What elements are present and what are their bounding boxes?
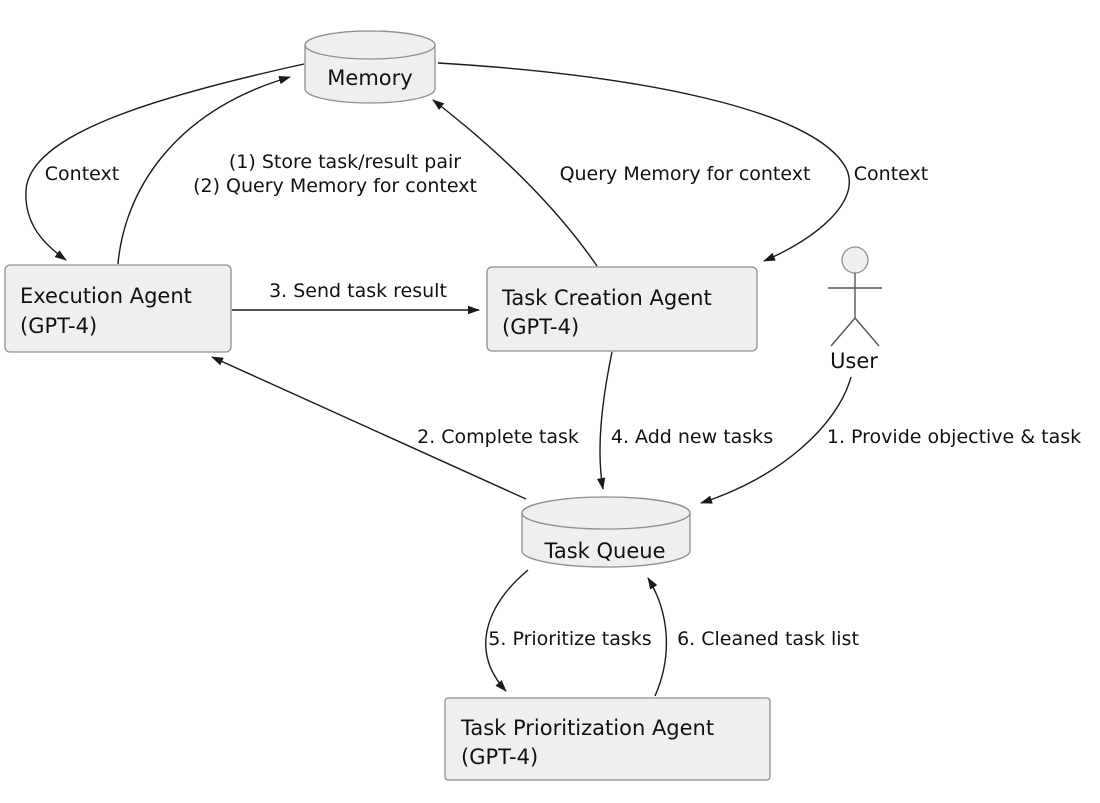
cleaned-task-list-arrow — [647, 577, 668, 697]
user-label: User — [830, 349, 878, 373]
task-creation-agent-box — [486, 266, 758, 352]
edge-task-queue-to-execution: 2. Complete task — [211, 356, 579, 500]
edge-execution-to-memory: (1) Store task/result pair (2) Query Mem… — [117, 76, 477, 265]
user-actor-node: User — [828, 246, 882, 373]
add-new-tasks-label: 4. Add new tasks — [611, 426, 773, 448]
cleaned-task-list-label: 6. Cleaned task list — [677, 628, 859, 650]
memory-label: Memory — [327, 66, 412, 90]
memory-cylinder-top — [304, 30, 436, 60]
task-prioritization-agent-name: Task Prioritization Agent — [460, 716, 714, 740]
task-prioritization-agent-model: (GPT-4) — [461, 745, 538, 769]
query-memory-context-label: Query Memory for context — [560, 163, 811, 185]
send-task-result-label: 3. Send task result — [269, 280, 447, 302]
edge-task-creation-to-memory: Query Memory for context — [432, 99, 811, 267]
edge-task-queue-to-prioritization: 5. Prioritize tasks — [485, 569, 652, 692]
execution-agent-box — [4, 264, 232, 353]
edge-user-to-task-queue: 1. Provide objective & task — [700, 376, 1081, 504]
task-creation-agent-model: (GPT-4) — [502, 315, 579, 339]
prioritize-tasks-arrow — [485, 569, 529, 692]
store-query-arrow — [117, 76, 291, 265]
context-right-label: Context — [854, 163, 928, 185]
add-new-tasks-arrow — [596, 351, 613, 490]
provide-objective-label: 1. Provide objective & task — [827, 426, 1081, 448]
query-memory-arrow — [432, 99, 598, 267]
user-left-leg — [830, 317, 856, 347]
provide-objective-arrow — [700, 376, 852, 504]
user-right-leg — [854, 317, 880, 347]
context-right-arrow — [437, 62, 851, 262]
edge-execution-to-task-creation: 3. Send task result — [232, 280, 480, 315]
task-queue-node: Task Queue — [521, 496, 691, 568]
complete-task-label: 2. Complete task — [417, 426, 579, 448]
memory-node: Memory — [304, 30, 436, 104]
task-prioritization-agent-node: Task Prioritization Agent (GPT-4) — [444, 697, 771, 781]
execution-agent-model: (GPT-4) — [20, 314, 97, 338]
execution-agent-name: Execution Agent — [20, 284, 192, 308]
user-head — [841, 246, 869, 274]
context-left-arrow — [25, 63, 305, 261]
query-memory-label: (2) Query Memory for context — [193, 175, 477, 197]
edge-prioritization-to-task-queue: 6. Cleaned task list — [647, 577, 859, 697]
task-queue-cylinder-top — [521, 496, 691, 530]
task-prioritization-agent-box — [444, 697, 771, 781]
store-task-result-label: (1) Store task/result pair — [229, 151, 461, 173]
task-queue-label: Task Queue — [544, 539, 666, 563]
execution-agent-node: Execution Agent (GPT-4) — [4, 264, 232, 353]
task-creation-agent-name: Task Creation Agent — [501, 286, 712, 310]
prioritize-tasks-label: 5. Prioritize tasks — [488, 628, 651, 650]
edge-memory-to-execution-context: Context — [25, 63, 305, 261]
complete-task-arrow — [211, 356, 527, 500]
task-creation-agent-node: Task Creation Agent (GPT-4) — [486, 266, 758, 352]
edge-memory-to-task-creation-context: Context — [437, 62, 928, 262]
context-left-label: Context — [45, 163, 119, 185]
edge-task-creation-to-task-queue: 4. Add new tasks — [596, 351, 773, 490]
